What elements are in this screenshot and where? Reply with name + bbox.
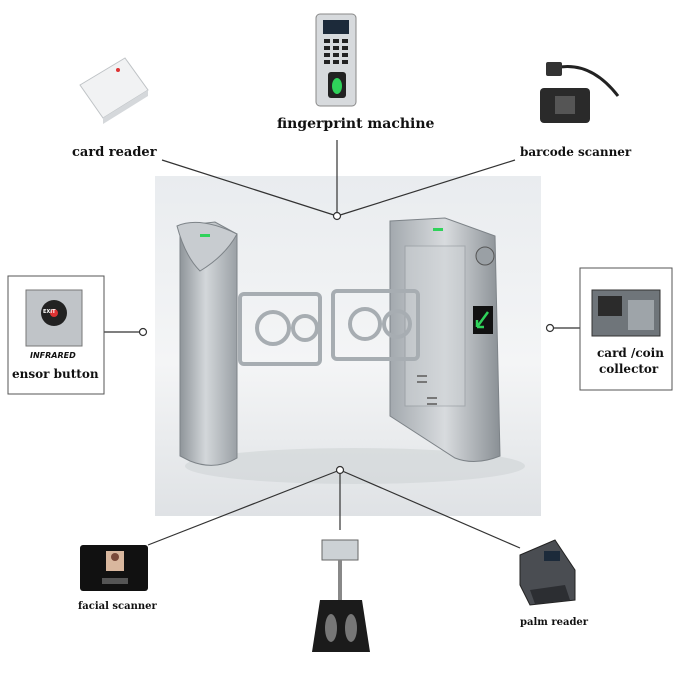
- top-junction: [332, 211, 342, 221]
- gate-wings: [238, 289, 420, 366]
- palm-reader-label: palm reader: [520, 617, 589, 628]
- coin-collector-label-line1: card /coin: [597, 346, 664, 360]
- floor-shadow: [185, 448, 525, 484]
- coin-collector-label-line2: collector: [599, 362, 659, 376]
- right-cabinet-knob: [475, 246, 495, 266]
- card-reader-icon: [79, 57, 149, 124]
- infrared-label: INFRARED: [30, 351, 76, 360]
- fingerprint-machine-label: fingerprint machine: [277, 116, 435, 132]
- right-junction: [545, 323, 555, 333]
- sensor-button-label: ensor button: [12, 367, 99, 381]
- green-arrow-icon: [475, 311, 490, 329]
- barcode-scanner-label: barcode scanner: [520, 145, 632, 159]
- left-green-indicator: [200, 234, 210, 237]
- palm-reader-icon: [519, 539, 576, 606]
- left-junction: [138, 327, 148, 337]
- exit-button-icon: [25, 289, 83, 347]
- fingerprint-machine-icon: [315, 13, 357, 107]
- exit-text: EXIT: [43, 309, 56, 315]
- facial-scanner-icon: [80, 545, 148, 591]
- right-glass-panel: [404, 245, 466, 407]
- bottom-junction: [335, 465, 345, 475]
- turnstile-photo: [155, 176, 541, 516]
- swing-gate-turnstile: [176, 217, 525, 484]
- card-reader-label: card reader: [72, 145, 157, 160]
- foot-sensor-stand-icon: [312, 539, 370, 652]
- vent-grill: [417, 375, 437, 405]
- facial-scanner-label: facial scanner: [78, 601, 157, 612]
- left-cabinet: [179, 221, 238, 466]
- barcode-scanner-icon: [540, 62, 620, 123]
- coin-collector-icon: [591, 289, 661, 337]
- left-cabinet-top: [176, 221, 238, 272]
- right-green-indicator: [433, 228, 443, 231]
